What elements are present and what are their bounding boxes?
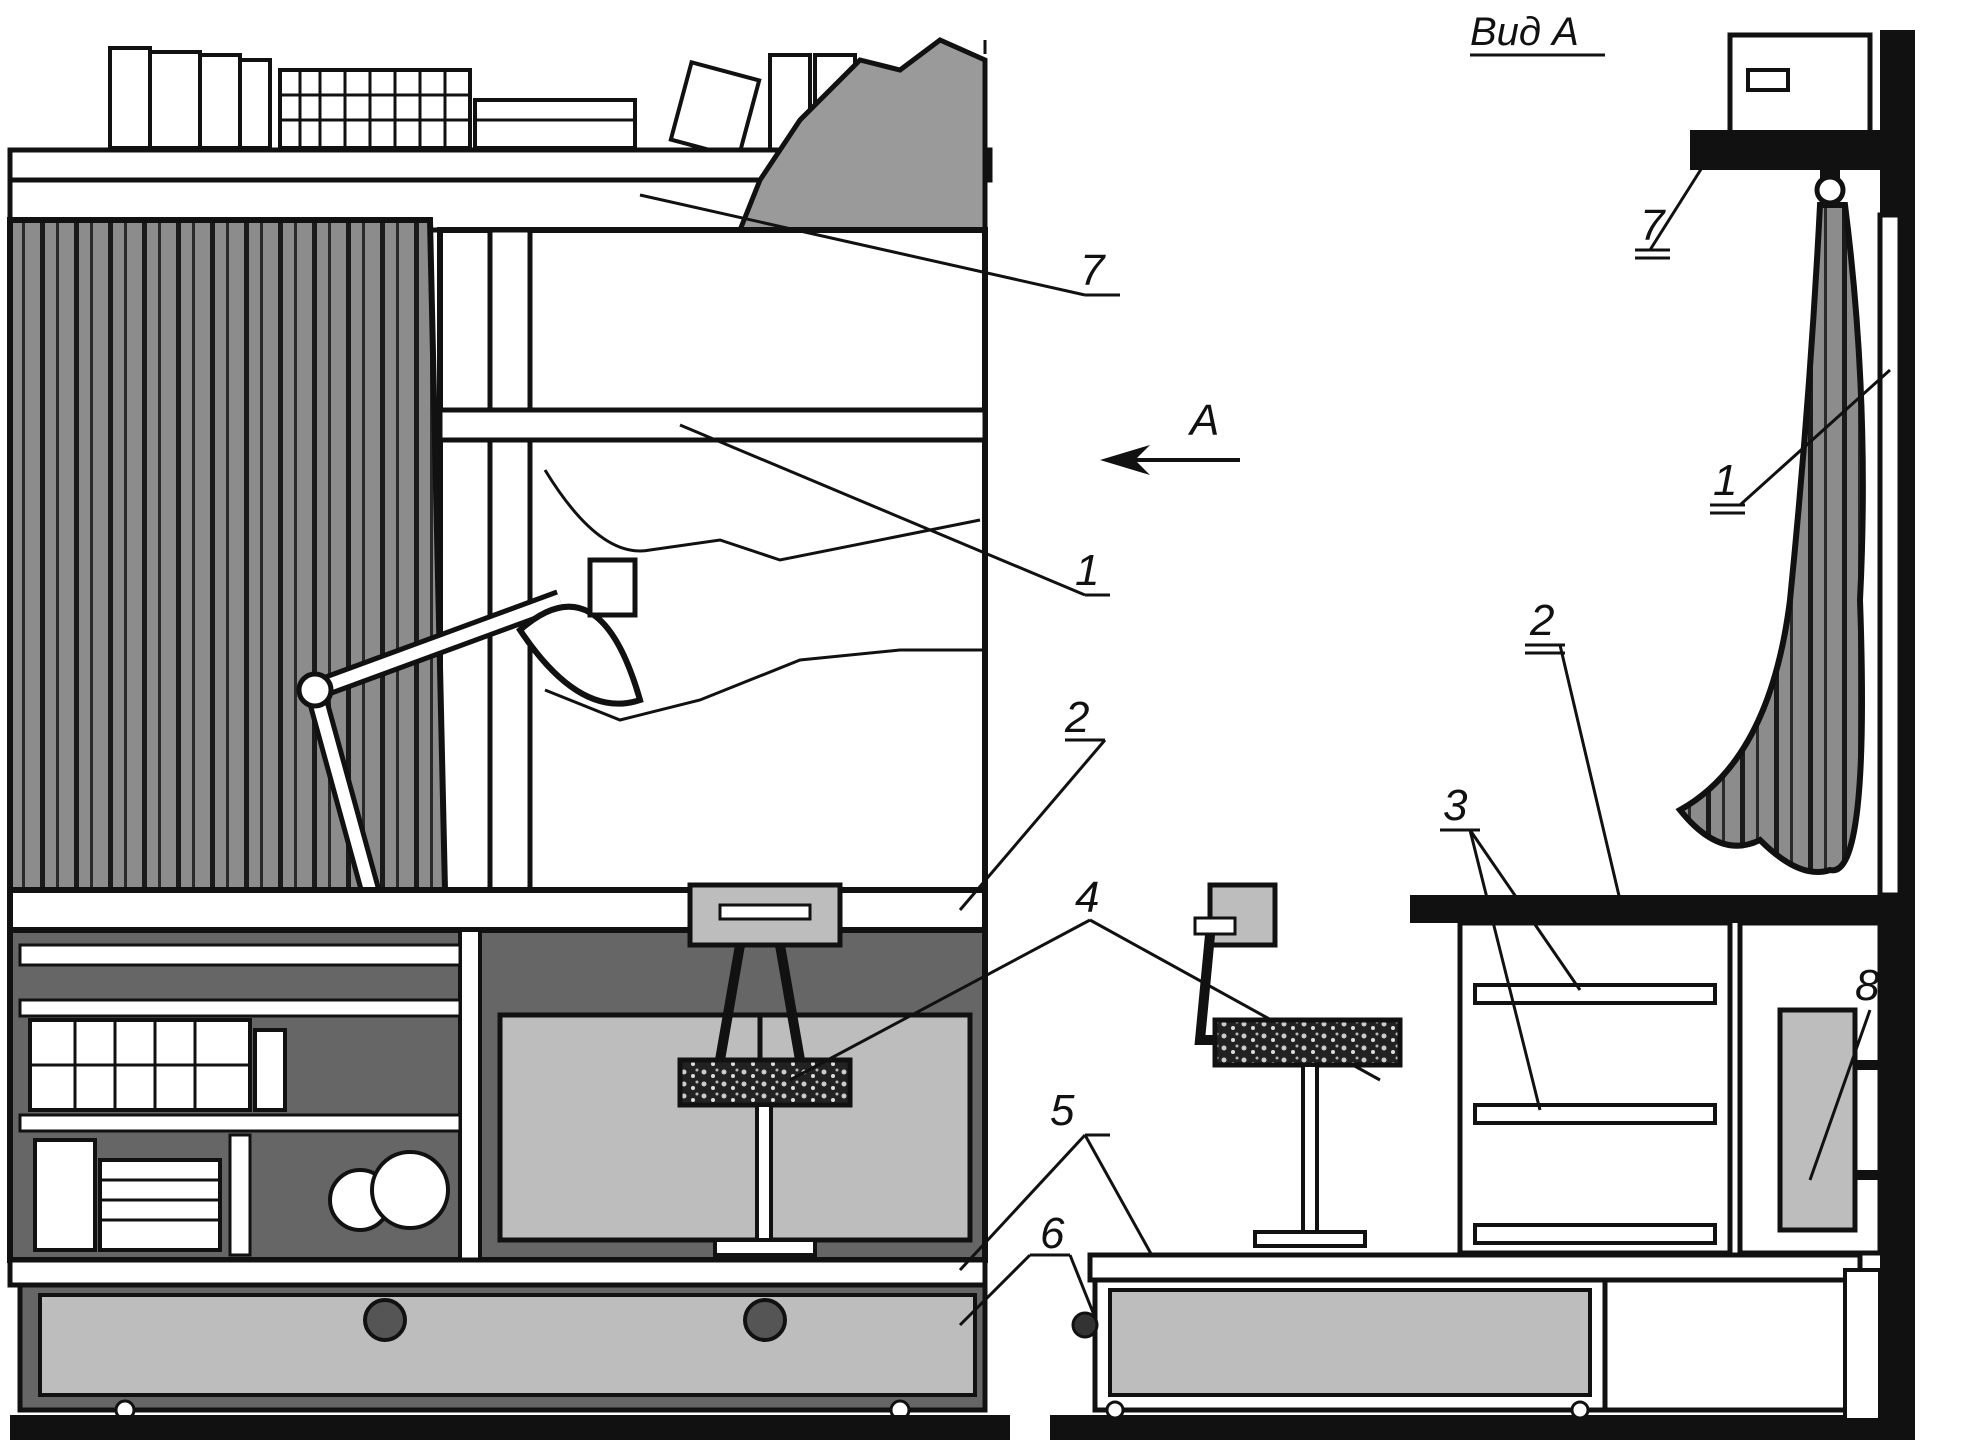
desk-side [1410, 895, 1883, 1256]
curtain-side [1675, 174, 1866, 875]
drawer-side [1071, 1252, 1882, 1422]
callout-8-side: 8 [1855, 961, 1880, 1010]
callout-4-front: 4 [1075, 873, 1099, 922]
side-view: Вид А [1050, 10, 1915, 1440]
callout-7-side: 7 [1640, 201, 1666, 250]
radiator-pipe [1877, 212, 1903, 898]
callout-6-front: 6 [1040, 1209, 1065, 1258]
side-leaders [1440, 154, 1892, 1181]
callout-7-front: 7 [1080, 246, 1106, 295]
lower-cabinet [7, 927, 988, 1263]
chair-front [677, 882, 853, 1257]
books-top [108, 46, 857, 161]
callout-3-side: 3 [1443, 781, 1468, 830]
drawer-front [7, 1257, 1010, 1440]
floor [1050, 1415, 1915, 1440]
arrow-label: A [1187, 396, 1219, 445]
callout-2-side: 2 [1529, 596, 1554, 645]
callout-2-front: 2 [1064, 693, 1089, 742]
front-view: A 7 1 2 4 5 6 [7, 37, 1381, 1440]
front-leaders [639, 193, 1381, 1331]
box-top [1690, 32, 1880, 210]
desk-lamp [296, 557, 644, 963]
callout-1-front: 1 [1075, 546, 1099, 595]
view-title: Вид А [1470, 10, 1579, 54]
window [437, 227, 988, 893]
view-arrow: A [1100, 396, 1240, 475]
callout-5-front: 5 [1050, 1086, 1075, 1135]
chair-side [1193, 882, 1403, 1248]
callout-1-side: 1 [1713, 456, 1737, 505]
curtain [7, 217, 449, 893]
